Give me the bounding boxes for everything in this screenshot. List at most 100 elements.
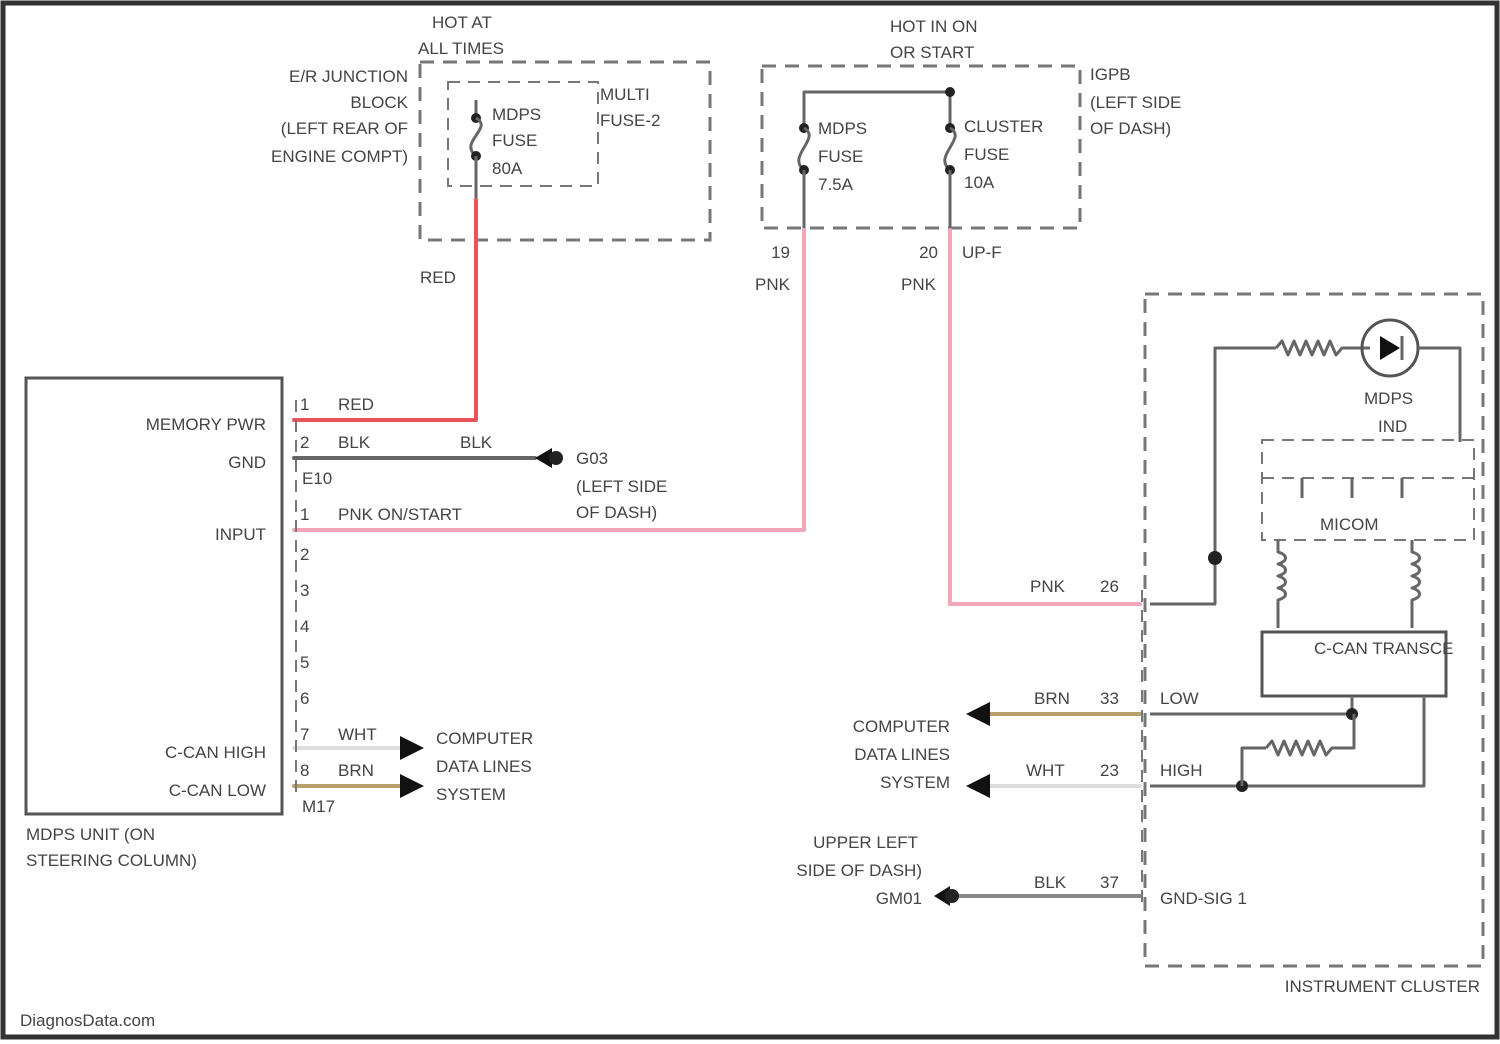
ground-g03 — [535, 448, 563, 468]
label-mdps-fuse75-3: 7.5A — [818, 175, 854, 194]
micom-coil-left — [1278, 540, 1286, 628]
label-g03-3: OF DASH) — [576, 503, 657, 522]
igpb-fuse-block: MDPS FUSE 7.5A CLUSTER FUSE 10A — [762, 66, 1080, 230]
label-pin2-blk-1: BLK — [338, 433, 371, 452]
wire-red-memory-power — [294, 200, 476, 420]
arrow-left-icon — [966, 702, 990, 726]
label-memory-pwr: MEMORY PWR — [146, 415, 266, 434]
label-pin1-red: RED — [338, 395, 374, 414]
label-pin2-blk-2: BLK — [460, 433, 493, 452]
label-wire-red: RED — [420, 268, 456, 287]
fuse-10a-symbol — [945, 128, 955, 170]
label-wire-pnk-2: PNK — [901, 275, 937, 294]
label-igpb-3: OF DASH) — [1090, 119, 1171, 138]
label-pin26-pnk: PNK — [1030, 577, 1066, 596]
label-er-junction-2: BLOCK — [350, 93, 408, 112]
label-mdps-ind-1: MDPS — [1364, 389, 1413, 408]
label-input: INPUT — [215, 525, 266, 544]
mdps-pin-label: 1 — [300, 395, 309, 414]
label-hot-run-start-2: OR START — [890, 43, 974, 62]
label-pin23-wht: WHT — [1026, 761, 1065, 780]
label-cdl-left-3: SYSTEM — [436, 785, 506, 804]
label-hot-run-start-1: HOT IN ON — [890, 17, 978, 36]
fuse-75a-symbol — [799, 128, 809, 170]
label-mdps-fuse75-1: MDPS — [818, 119, 867, 138]
label-mdps-unit-1: MDPS UNIT (ON — [26, 825, 155, 844]
label-pin23: 23 — [1100, 761, 1119, 780]
label-hot-at-all-times-1: HOT AT — [432, 13, 492, 32]
label-mdps-unit-2: STEERING COLUMN) — [26, 851, 197, 870]
label-mdps-ind-2: IND — [1378, 417, 1407, 436]
mdps-pin-label: 6 — [300, 689, 309, 708]
label-up-f: UP-F — [962, 243, 1002, 262]
label-cluster-fuse-2: FUSE — [964, 145, 1009, 164]
label-pin-20: 20 — [919, 243, 938, 262]
mdps-ind-node — [1208, 551, 1222, 565]
label-mdps-fuse30-3: 80A — [492, 159, 523, 178]
label-gnd: GND — [228, 453, 266, 472]
label-cluster-fuse-3: 10A — [964, 173, 995, 192]
ground-gm01 — [934, 886, 959, 906]
label-gnd-sig: GND-SIG 1 — [1160, 889, 1247, 908]
mdps-ind-resistor — [1276, 341, 1370, 355]
mdps-unit: MEMORY PWR GND INPUT C-CAN HIGH C-CAN LO… — [26, 378, 309, 814]
label-er-junction-3: (LEFT REAR OF — [281, 119, 408, 138]
watermark: DiagnosData.com — [20, 1011, 155, 1030]
label-hot-at-all-times-2: ALL TIMES — [418, 39, 504, 58]
ccan-low-node — [1346, 708, 1358, 720]
label-ccan-high: C-CAN HIGH — [165, 743, 266, 762]
mdps-pin-label: 5 — [300, 653, 309, 672]
label-multi-fuse-2: FUSE-2 — [600, 111, 660, 130]
label-pin37-blk: BLK — [1034, 873, 1067, 892]
label-pin7-wht: WHT — [338, 725, 377, 744]
mdps-pin-label: 4 — [300, 617, 309, 636]
label-upper-left-2: SIDE OF DASH) — [796, 861, 922, 880]
label-ccan-low: C-CAN LOW — [169, 781, 266, 800]
label-pin37: 37 — [1100, 873, 1119, 892]
label-low: LOW — [1160, 689, 1199, 708]
label-igpb-2: (LEFT SIDE — [1090, 93, 1181, 112]
label-pin-19: 19 — [771, 243, 790, 262]
label-pin26: 26 — [1100, 577, 1119, 596]
label-wire-pnk-1: PNK — [755, 275, 791, 294]
label-pink-on-start: PNK ON/START — [338, 505, 462, 524]
label-m17: M17 — [302, 797, 335, 816]
mdps-ind-return — [1418, 348, 1460, 442]
label-e10: E10 — [302, 469, 332, 488]
label-pin33-brn: BRN — [1034, 689, 1070, 708]
label-mdps-fuse30-2: FUSE — [492, 131, 537, 150]
label-g03-2: (LEFT SIDE — [576, 477, 667, 496]
label-micom: MICOM — [1320, 515, 1379, 534]
arrow-left-icon — [966, 774, 990, 798]
ground-gm01-dot — [945, 889, 959, 903]
diagram-frame — [3, 3, 1497, 1037]
mdps-pin-label: 8 — [300, 761, 309, 780]
instrument-cluster-box — [1145, 294, 1483, 966]
label-ccan-trans: C-CAN TRANSCE — [1314, 639, 1453, 658]
label-upper-left-1: UPPER LEFT — [813, 833, 918, 852]
label-gm01: GM01 — [876, 889, 922, 908]
wire-pink-input — [294, 230, 804, 530]
label-cdl-right-1: COMPUTER — [853, 717, 950, 736]
mdps-pin-label: 2 — [300, 545, 309, 564]
ground-g03-dot — [549, 451, 563, 465]
igpb-bus-node — [945, 87, 955, 97]
mdps-pin-label: 2 — [300, 433, 309, 452]
er-junction-block: MDPS FUSE 80A MULTI FUSE-2 — [420, 62, 710, 240]
wire-pink-cluster — [950, 230, 1140, 604]
er-junction-box — [420, 62, 710, 240]
label-pin8-brn: BRN — [338, 761, 374, 780]
label-cluster-fuse-1: CLUSTER — [964, 117, 1043, 136]
label-pin33: 33 — [1100, 689, 1119, 708]
mdps-pin-label: 1 — [300, 505, 309, 524]
label-high: HIGH — [1160, 761, 1203, 780]
igpb-box — [762, 66, 1080, 228]
label-multi-fuse-1: MULTI — [600, 85, 650, 104]
label-er-junction-1: E/R JUNCTION — [289, 67, 408, 86]
mdps-pin-label: 3 — [300, 581, 309, 600]
label-cdl-right-3: SYSTEM — [880, 773, 950, 792]
arrow-right-icon — [400, 736, 424, 760]
mdps-ind-feed — [1150, 348, 1276, 604]
label-mdps-fuse30-1: MDPS — [492, 105, 541, 124]
